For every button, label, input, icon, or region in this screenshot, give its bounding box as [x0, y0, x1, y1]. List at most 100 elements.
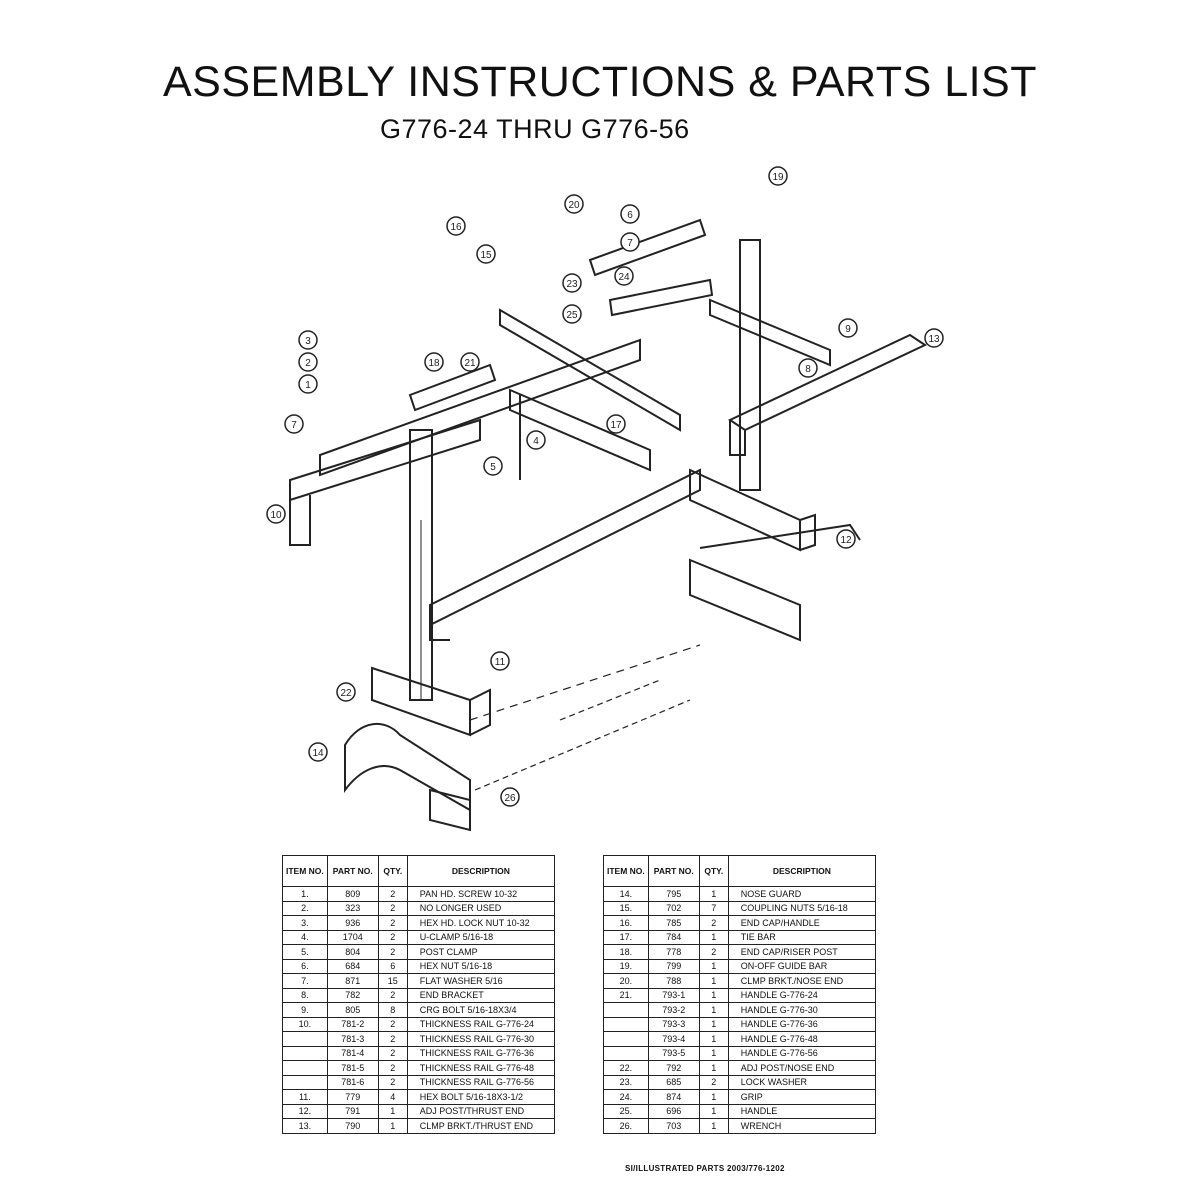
cell-part-no: 799: [647, 958, 700, 974]
cell-item-no: [282, 1074, 328, 1090]
cell-description: ADJ POST/THRUST END: [406, 1103, 556, 1119]
cell-qty: 2: [377, 944, 408, 960]
cell-item-no: [603, 1045, 649, 1061]
cell-part-no: 781-4: [326, 1045, 379, 1061]
cell-description: THICKNESS RAIL G-776-24: [406, 1016, 556, 1032]
svg-text:10: 10: [270, 510, 282, 521]
cell-description: HANDLE G-776-48: [727, 1031, 877, 1047]
cell-item-no: 15.: [603, 900, 649, 916]
page-title: ASSEMBLY INSTRUCTIONS & PARTS LIST: [162, 58, 1038, 106]
svg-text:6: 6: [627, 210, 633, 221]
svg-text:13: 13: [928, 334, 940, 345]
cell-description: THICKNESS RAIL G-776-56: [406, 1074, 556, 1090]
cell-item-no: 26.: [603, 1118, 649, 1134]
cell-part-no: 805: [326, 1002, 379, 1018]
cell-item-no: 25.: [603, 1103, 649, 1119]
cell-qty: 1: [698, 1002, 729, 1018]
cell-qty: 6: [377, 958, 408, 974]
svg-text:12: 12: [840, 535, 852, 546]
callout-14: 14: [308, 742, 328, 762]
cell-qty: 2: [698, 1074, 729, 1090]
cell-item-no: 14.: [603, 886, 649, 902]
cell-part-no: 871: [326, 973, 379, 989]
cell-qty: 15: [377, 973, 408, 989]
cell-item-no: 23.: [603, 1074, 649, 1090]
cell-part-no: 781-6: [326, 1074, 379, 1090]
cell-part-no: 793-5: [647, 1045, 700, 1061]
cell-qty: 4: [377, 1089, 408, 1105]
handle-pipe: [408, 363, 497, 412]
callout-23: 23: [562, 273, 582, 293]
col-part: PART NO.: [647, 855, 700, 887]
cell-qty: 1: [698, 958, 729, 974]
callout-1a: 1: [298, 374, 318, 394]
cell-part-no: 684: [326, 958, 379, 974]
cell-qty: 2: [377, 1031, 408, 1047]
cell-item-no: 4.: [282, 929, 328, 945]
cell-part-no: 323: [326, 900, 379, 916]
cell-description: HANDLE G-776-24: [727, 987, 877, 1003]
cell-part-no: 793-4: [647, 1031, 700, 1047]
callout-13: 13: [924, 328, 944, 348]
cell-qty: 1: [698, 1045, 729, 1061]
cell-item-no: 3.: [282, 915, 328, 931]
cell-item-no: 21.: [603, 987, 649, 1003]
cell-item-no: 7.: [282, 973, 328, 989]
cell-description: U-CLAMP 5/16-18: [406, 929, 556, 945]
svg-text:8: 8: [805, 364, 811, 375]
svg-text:15: 15: [480, 250, 492, 261]
svg-text:4: 4: [533, 436, 539, 447]
cell-description: THICKNESS RAIL G-776-30: [406, 1031, 556, 1047]
parts-table-right: ITEM NO. PART NO. QTY. DESCRIPTION 14.79…: [603, 855, 877, 1134]
cell-qty: 2: [698, 915, 729, 931]
col-description: DESCRIPTION: [727, 855, 877, 887]
cell-qty: 2: [377, 1045, 408, 1061]
cell-description: PAN HD. SCREW 10-32: [406, 886, 556, 902]
cell-part-no: 696: [647, 1103, 700, 1119]
page-subtitle: G776-24 THRU G776-56: [380, 114, 690, 144]
cell-qty: 2: [377, 886, 408, 902]
svg-text:23: 23: [566, 279, 578, 290]
callout-18: 18: [424, 352, 444, 372]
cell-qty: 2: [377, 900, 408, 916]
callout-17: 17: [606, 414, 626, 434]
cell-part-no: 792: [647, 1060, 700, 1076]
cell-description: THICKNESS RAIL G-776-36: [406, 1045, 556, 1061]
cell-description: CLMP BRKT./THRUST END: [406, 1118, 556, 1134]
cell-item-no: [282, 1031, 328, 1047]
callout-7a: 7: [284, 414, 304, 434]
cell-item-no: 22.: [603, 1060, 649, 1076]
front-rail: [429, 468, 701, 627]
left-riser-post: [409, 429, 433, 701]
callout-15: 15: [476, 244, 496, 264]
cell-item-no: 24.: [603, 1089, 649, 1105]
svg-text:19: 19: [772, 172, 784, 183]
svg-text:17: 17: [610, 420, 622, 431]
callout-4: 4: [526, 430, 546, 450]
cell-qty: 8: [377, 1002, 408, 1018]
col-item: ITEM NO.: [282, 855, 328, 887]
cell-qty: 2: [377, 1074, 408, 1090]
cell-item-no: 11.: [282, 1089, 328, 1105]
cell-part-no: 804: [326, 944, 379, 960]
footer-reference: SI/ILLUSTRATED PARTS 2003/776-1202: [625, 1164, 785, 1173]
svg-text:9: 9: [845, 324, 851, 335]
